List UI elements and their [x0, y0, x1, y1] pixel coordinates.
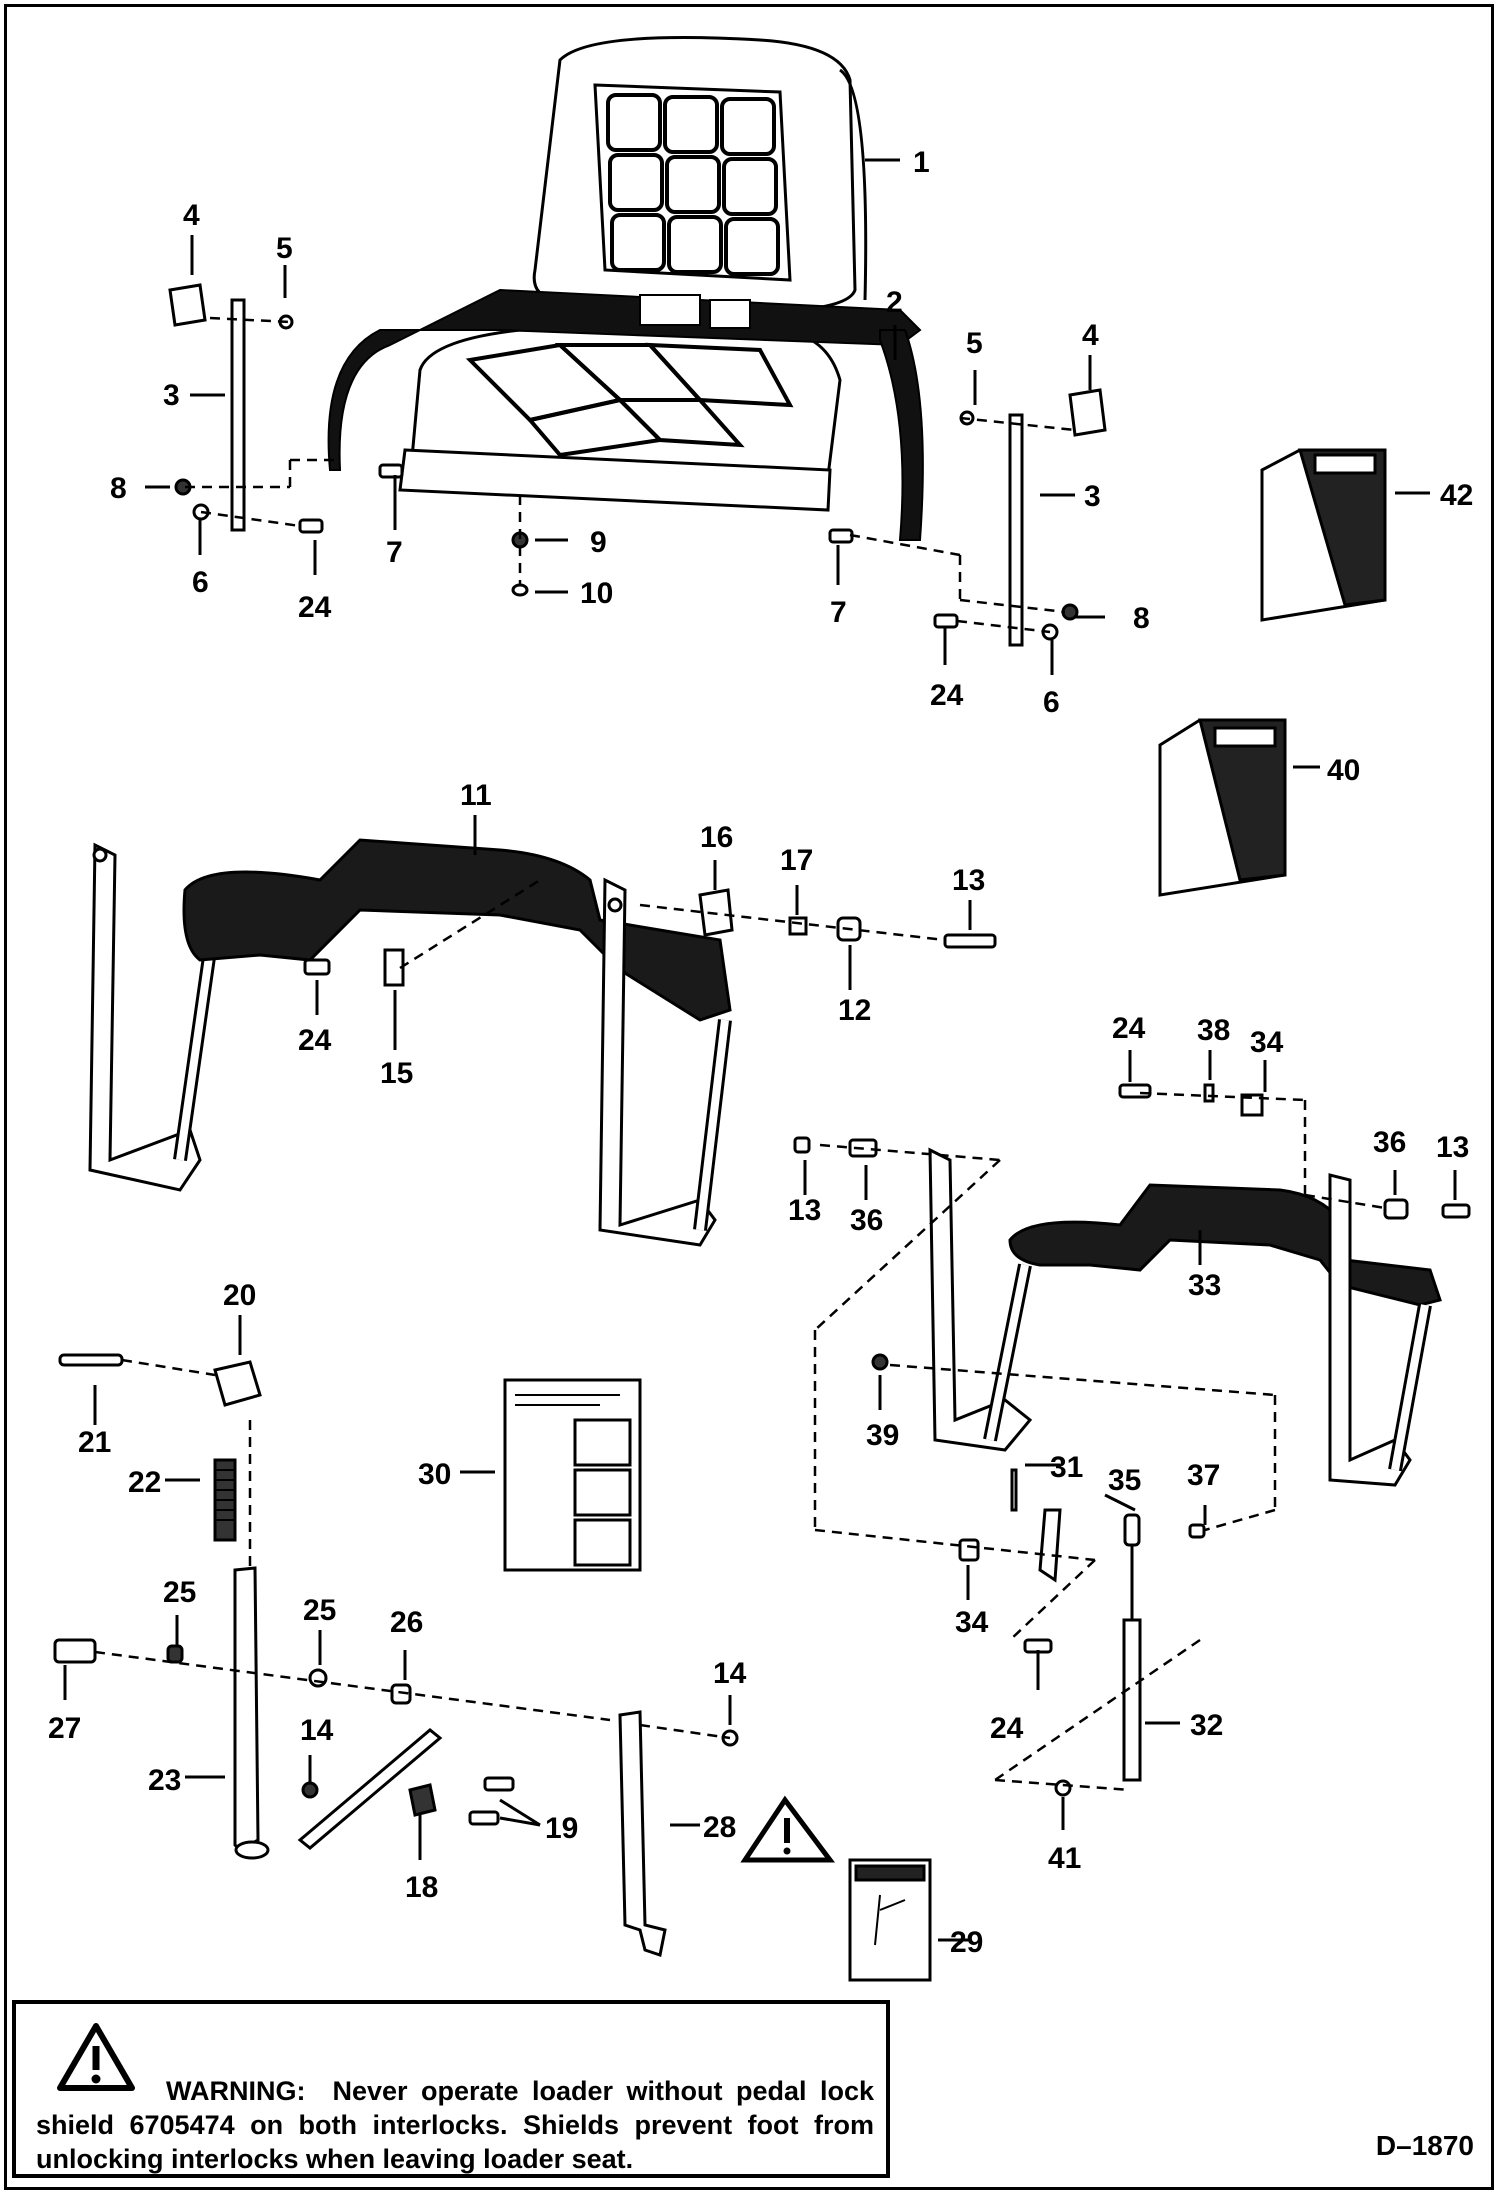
label-7a: 7 [386, 536, 403, 569]
label-13c: 13 [788, 1194, 821, 1227]
seat-mount-right [828, 388, 1107, 647]
label-14a: 14 [713, 1657, 747, 1690]
label-25a: 25 [163, 1576, 196, 1609]
seat-belt [327, 288, 924, 541]
label-6b: 6 [1043, 686, 1060, 719]
gas-spring-32 [1122, 1513, 1142, 1782]
label-30: 30 [418, 1458, 451, 1491]
warning-text: WARNING: Never operate loader without pe… [36, 2074, 874, 2176]
label-41: 41 [1048, 1842, 1081, 1875]
label-27: 27 [48, 1712, 81, 1745]
label-40: 40 [1327, 754, 1360, 787]
label-5a: 5 [276, 232, 293, 265]
warning-triangle-icon [57, 2023, 135, 2091]
label-8b: 8 [1133, 602, 1150, 635]
label-9: 9 [590, 526, 607, 559]
decal-40 [1158, 718, 1287, 897]
label-24e: 24 [990, 1712, 1024, 1745]
label-4a: 4 [183, 199, 200, 232]
warning-message: Never operate loader without pedal lock … [36, 2076, 874, 2174]
label-33: 33 [1188, 1269, 1221, 1302]
decal-42 [1260, 448, 1387, 622]
label-28: 28 [703, 1811, 736, 1844]
label-12: 12 [838, 994, 871, 1027]
label-21: 21 [78, 1426, 111, 1459]
label-24b: 24 [930, 679, 964, 712]
label-3a: 3 [163, 379, 180, 412]
pedal-lock-parts [53, 1353, 739, 1957]
label-24d: 24 [1112, 1012, 1146, 1045]
label-25b: 25 [303, 1594, 336, 1627]
label-37: 37 [1187, 1459, 1220, 1492]
label-31: 31 [1050, 1451, 1083, 1484]
label-6a: 6 [192, 566, 209, 599]
label-3b: 3 [1084, 480, 1101, 513]
label-36b: 36 [850, 1204, 883, 1237]
warning-notice: WARNING: Never operate loader without pe… [12, 2000, 890, 2178]
label-35: 35 [1108, 1464, 1141, 1497]
label-36a: 36 [1373, 1126, 1406, 1159]
label-2: 2 [886, 286, 903, 319]
label-7b: 7 [830, 596, 847, 629]
label-38: 38 [1197, 1014, 1230, 1047]
label-34a: 34 [1250, 1026, 1284, 1059]
label-39: 39 [866, 1419, 899, 1452]
warning-triangle-icon [740, 1795, 835, 1863]
label-34b: 34 [955, 1606, 989, 1639]
seat-cushion [398, 328, 842, 512]
seat-back [532, 36, 868, 312]
label-13a: 13 [952, 864, 985, 897]
decal-30 [503, 1378, 642, 1572]
seat-bar-33-hardware [793, 1083, 1471, 1797]
label-29: 29 [950, 1926, 983, 1959]
label-20: 20 [223, 1279, 256, 1312]
label-13b: 13 [1436, 1131, 1469, 1164]
label-24c: 24 [298, 1024, 332, 1057]
label-22: 22 [128, 1466, 161, 1499]
label-15: 15 [380, 1057, 413, 1090]
label-1: 1 [913, 146, 930, 179]
label-8a: 8 [110, 472, 127, 505]
label-24a: 24 [298, 591, 332, 624]
warning-keyword: WARNING: [166, 2076, 306, 2106]
decal-29 [848, 1858, 932, 1982]
label-11: 11 [460, 779, 492, 812]
label-32: 32 [1190, 1709, 1223, 1742]
label-17: 17 [780, 844, 813, 877]
label-19: 19 [545, 1812, 578, 1845]
label-4b: 4 [1082, 319, 1099, 352]
label-16: 16 [700, 821, 733, 854]
label-26: 26 [390, 1606, 423, 1639]
seat-bar-11 [88, 838, 732, 1247]
seat-bar-33 [928, 1147, 1442, 1487]
label-5b: 5 [966, 327, 983, 360]
label-18: 18 [405, 1871, 438, 1904]
drawing-id: D–1870 [1375, 2130, 1474, 2161]
label-42: 42 [1440, 479, 1473, 512]
label-10: 10 [580, 577, 613, 610]
label-14b: 14 [300, 1714, 334, 1747]
part-labels: 1 4 5 3 8 6 24 7 9 10 2 5 4 3 7 8 24 6 4… [48, 146, 1473, 1959]
label-23: 23 [148, 1764, 181, 1797]
